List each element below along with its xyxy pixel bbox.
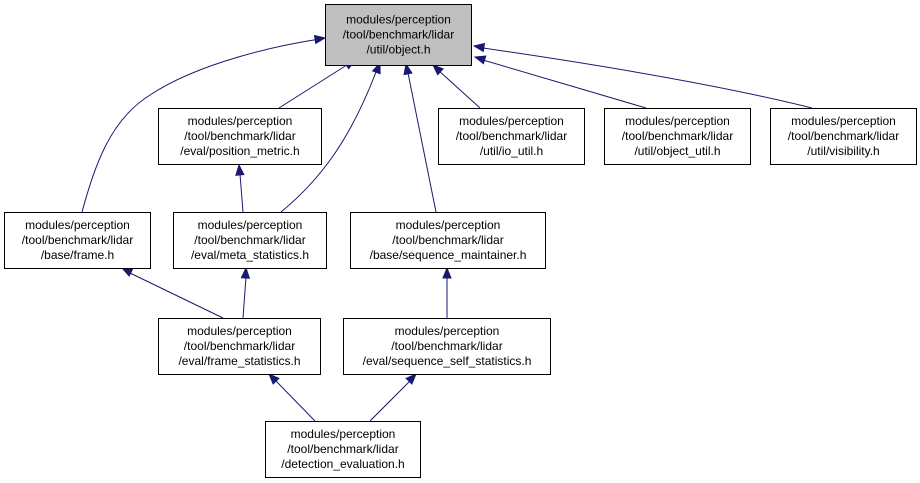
node-label-line: modules/perception [187, 324, 292, 338]
node-visibility[interactable]: modules/perception/tool/benchmark/lidar/… [770, 108, 917, 165]
edge-line [407, 72, 437, 213]
node-label-line: /tool/benchmark/lidar [184, 339, 295, 353]
edge-line [239, 173, 244, 213]
edge-io_util-to-object [432, 64, 481, 109]
node-label-line: /tool/benchmark/lidar [622, 129, 733, 143]
edge-frame_statistics-to-meta_statistics [240, 266, 251, 319]
arrow-head-icon [240, 266, 251, 279]
edge-visibility-to-object [472, 42, 813, 109]
node-label-line: modules/perception [395, 324, 500, 338]
arrow-head-icon [473, 55, 487, 65]
node-label-line: /tool/benchmark/lidar [392, 233, 503, 247]
node-box [158, 318, 321, 375]
node-label-line: modules/perception [346, 13, 451, 27]
node-label-line: /base/frame.h [41, 248, 114, 262]
node-label-line: /tool/benchmark/lidar [788, 129, 899, 143]
edge-sequence_self_statistics-to-sequence_maintainer [442, 266, 452, 318]
node-label-line: /tool/benchmark/lidar [184, 129, 295, 143]
edge-line [482, 59, 647, 109]
node-sequence-maintainer[interactable]: modules/perception/tool/benchmark/lidar/… [350, 212, 546, 269]
edge-line [278, 62, 351, 109]
node-box [173, 212, 327, 269]
node-frame-statistics[interactable]: modules/perception/tool/benchmark/lidar/… [158, 318, 321, 375]
node-box [438, 108, 585, 165]
edge-meta_statistics-to-position_metric [235, 163, 245, 213]
node-meta-statistics[interactable]: modules/perception/tool/benchmark/lidar/… [173, 212, 327, 269]
arrow-head-icon [403, 62, 413, 76]
edge-sequence_maintainer-to-object [403, 62, 437, 213]
nodes-layer: modules/perception/tool/benchmark/lidar/… [4, 4, 917, 478]
node-label-line: /base/sequence_maintainer.h [370, 248, 527, 262]
node-label-line: /util/object.h [366, 43, 430, 57]
edge-line [275, 380, 316, 422]
edge-line [437, 69, 481, 109]
node-box [325, 4, 472, 66]
node-label-line: modules/perception [791, 114, 896, 128]
node-label-line: /tool/benchmark/lidar [343, 28, 454, 42]
node-sequence-self-statistics[interactable]: modules/perception/tool/benchmark/lidar/… [343, 318, 551, 375]
node-label-line: modules/perception [625, 114, 730, 128]
node-label-line: modules/perception [396, 218, 501, 232]
node-label-line: /eval/position_metric.h [180, 144, 299, 158]
node-label-line: /tool/benchmark/lidar [456, 129, 567, 143]
edge-line [482, 47, 813, 109]
edge-line [369, 380, 411, 422]
node-box [265, 421, 421, 478]
node-label-line: /detection_evaluation.h [281, 457, 404, 471]
arrow-head-icon [472, 42, 486, 53]
node-box [604, 108, 751, 165]
node-label-line: /tool/benchmark/lidar [194, 233, 305, 247]
edge-line [81, 38, 321, 213]
arrow-head-icon [120, 267, 134, 277]
edge-line [242, 276, 247, 319]
node-position-metric[interactable]: modules/perception/tool/benchmark/lidar/… [158, 108, 322, 165]
edge-line [129, 272, 224, 319]
edge-frame_statistics-to-frame [120, 267, 224, 319]
edge-detection_evaluation-to-frame_statistics [268, 373, 316, 422]
node-label-line: modules/perception [188, 114, 293, 128]
node-object-util[interactable]: modules/perception/tool/benchmark/lidar/… [604, 108, 751, 165]
node-label-line: /util/visibility.h [807, 144, 879, 158]
node-box [4, 212, 151, 269]
node-frame[interactable]: modules/perception/tool/benchmark/lidar/… [4, 212, 151, 269]
edge-object_util-to-object [473, 55, 647, 109]
edge-frame-to-object [81, 34, 327, 213]
arrow-head-icon [268, 373, 280, 385]
node-box [770, 108, 917, 165]
node-label-line: modules/perception [25, 218, 130, 232]
arrow-head-icon [313, 34, 327, 45]
node-label-line: /tool/benchmark/lidar [22, 233, 133, 247]
node-label-line: /tool/benchmark/lidar [391, 339, 502, 353]
edge-detection_evaluation-to-sequence_self_statistics [369, 373, 417, 422]
node-label-line: /eval/frame_statistics.h [178, 354, 300, 368]
node-box [343, 318, 551, 375]
node-label-line: modules/perception [198, 218, 303, 232]
arrow-head-icon [405, 373, 417, 385]
node-label-line: modules/perception [291, 427, 396, 441]
edge-position_metric-to-object [278, 59, 357, 109]
node-detection-evaluation[interactable]: modules/perception/tool/benchmark/lidar/… [265, 421, 421, 478]
node-label-line: /eval/meta_statistics.h [191, 248, 309, 262]
node-label-line: /tool/benchmark/lidar [287, 442, 398, 456]
node-box [350, 212, 546, 269]
node-box [158, 108, 322, 165]
node-io-util[interactable]: modules/perception/tool/benchmark/lidar/… [438, 108, 585, 165]
node-label-line: /eval/sequence_self_statistics.h [363, 354, 532, 368]
node-label-line: /util/io_util.h [480, 144, 543, 158]
node-label-line: /util/object_util.h [634, 144, 720, 158]
node-object[interactable]: modules/perception/tool/benchmark/lidar/… [325, 4, 472, 66]
arrow-head-icon [432, 64, 444, 76]
node-label-line: modules/perception [459, 114, 564, 128]
arrow-head-icon [235, 163, 245, 176]
edge-line [280, 71, 377, 213]
arrow-head-icon [442, 266, 452, 279]
